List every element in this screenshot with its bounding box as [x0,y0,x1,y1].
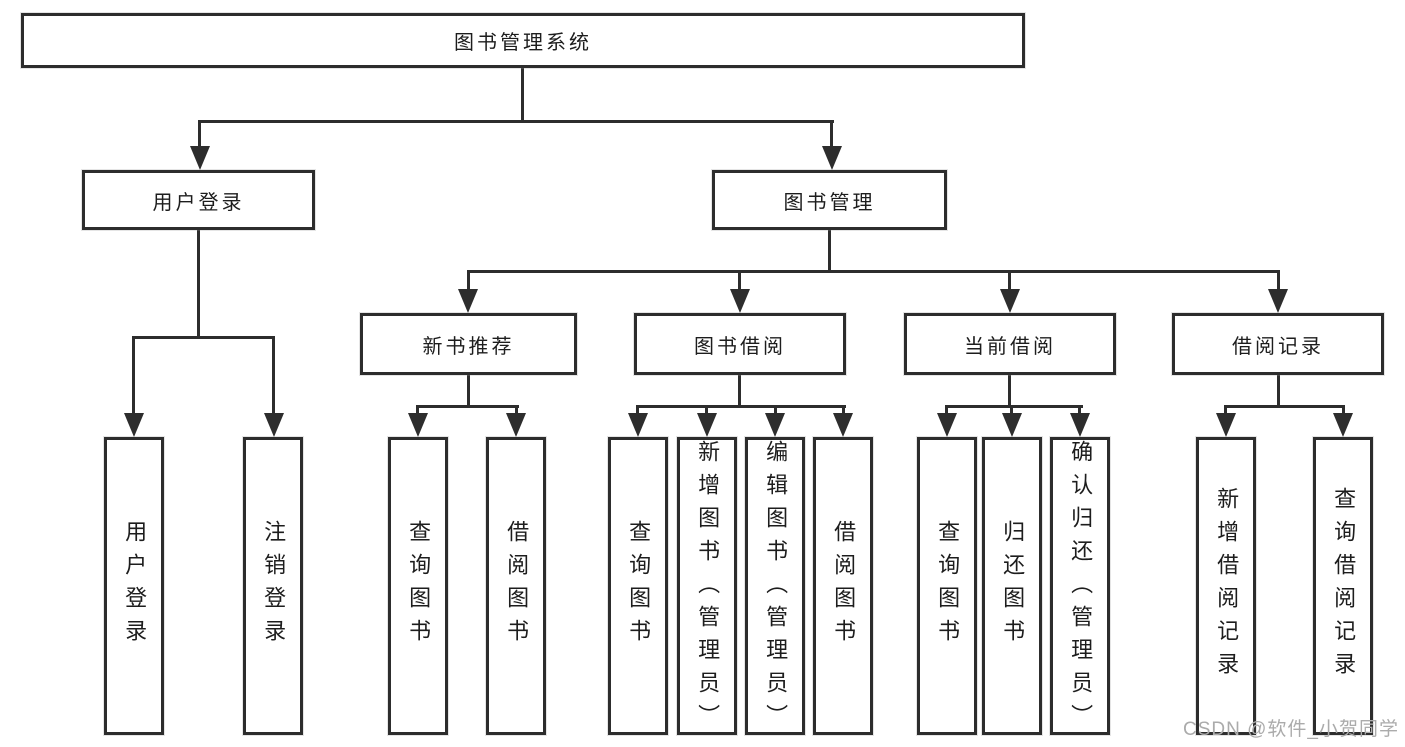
connector-line [467,375,470,407]
node-current-borrowing: 当前借阅 [904,313,1116,375]
connector-line [774,405,777,417]
node-label: 用户登录 [152,191,245,214]
arrowhead-down-icon [1000,289,1020,313]
leaf-edit-book-admin: 编辑图书（管理员） [745,437,805,737]
node-label: 新书推荐 [422,335,515,358]
connector-line [636,405,846,408]
node-label: 图书管理系统 [454,32,592,54]
node-label: 借阅图书 [504,520,530,652]
arrowhead-down-icon [1333,413,1353,437]
node-label: 当前借阅 [964,335,1056,358]
arrowhead-down-icon [730,289,750,313]
connector-line [132,336,275,339]
connector-line [197,230,200,338]
connector-line [828,230,831,272]
arrowhead-down-icon [1070,413,1090,437]
connector-line [515,405,518,417]
node-label: 新增图书（管理员） [695,440,721,737]
connector-line [945,405,1083,408]
leaf-confirm-return-admin: 确认归还（管理员） [1050,437,1110,737]
connector-line [198,120,201,148]
connector-line [272,336,275,416]
arrowhead-down-icon [264,413,284,437]
node-label: 借阅图书 [831,520,857,652]
node-label: 注销登录 [261,520,287,652]
leaf-user-login: 用户登录 [104,437,164,735]
arrowhead-down-icon [124,413,144,437]
leaf-add-book-admin: 新增图书（管理员） [677,437,737,737]
node-library-management-system: 图书管理系统 [21,13,1025,68]
leaf-logout: 注销登录 [243,437,303,735]
connector-line [1342,405,1345,417]
node-label: 查询借阅记录 [1331,487,1357,685]
connector-line [467,270,470,292]
arrowhead-down-icon [190,146,210,170]
connector-line [1010,405,1013,417]
node-label: 编辑图书（管理员） [763,440,789,737]
arrowhead-down-icon [458,289,478,313]
leaf-add-borrow-record: 新增借阅记录 [1196,437,1256,735]
node-new-book-recommendation: 新书推荐 [360,313,577,375]
connector-line [945,405,948,417]
node-label: 图书管理 [783,191,876,214]
connector-line [416,405,419,417]
connector-line [842,405,845,417]
leaf-query-books-new: 查询图书 [388,437,448,735]
connector-line [1078,405,1081,417]
leaf-query-books-borrowing: 查询图书 [608,437,668,735]
arrowhead-down-icon [1268,289,1288,313]
arrowhead-down-icon [833,413,853,437]
arrowhead-down-icon [408,413,428,437]
arrowhead-down-icon [1002,413,1022,437]
arrowhead-down-icon [765,413,785,437]
watermark: CSDN @软件_小贺同学 [1183,719,1399,740]
node-label: 图书借阅 [694,335,786,358]
node-book-management: 图书管理 [712,170,947,230]
arrowhead-down-icon [1216,413,1236,437]
leaf-query-books-current: 查询图书 [917,437,977,735]
connector-line [1224,405,1345,408]
arrowhead-down-icon [937,413,957,437]
connector-line [416,405,519,408]
connector-line [521,68,524,122]
node-label: 归还图书 [1000,520,1026,652]
arrowhead-down-icon [506,413,526,437]
arrowhead-down-icon [697,413,717,437]
leaf-borrow-books-new: 借阅图书 [486,437,546,735]
node-label: 用户登录 [122,520,148,652]
connector-line [738,375,741,407]
connector-line [830,120,833,148]
node-book-borrowing: 图书借阅 [634,313,846,375]
node-user-login: 用户登录 [82,170,315,230]
connector-line [1277,375,1280,407]
node-label: 新增借阅记录 [1214,487,1240,685]
node-label: 查询图书 [406,520,432,652]
node-label: 查询图书 [626,520,652,652]
connector-line [132,336,135,416]
connector-line [467,270,1279,273]
connector-line [1008,270,1011,292]
connector-line [738,270,741,292]
node-label: 确认归还（管理员） [1068,440,1094,737]
leaf-borrow-books-borrowing: 借阅图书 [813,437,873,735]
connector-line [198,120,834,123]
arrowhead-down-icon [628,413,648,437]
connector-line [1224,405,1227,417]
node-label: 借阅记录 [1232,335,1324,358]
connector-line [705,405,708,417]
connector-line [1277,270,1280,292]
node-borrowing-records: 借阅记录 [1172,313,1384,375]
leaf-return-books: 归还图书 [982,437,1042,735]
connector-line [636,405,639,417]
arrowhead-down-icon [822,146,842,170]
node-label: 查询图书 [935,520,961,652]
connector-line [1008,375,1011,407]
leaf-query-borrow-record: 查询借阅记录 [1313,437,1373,735]
